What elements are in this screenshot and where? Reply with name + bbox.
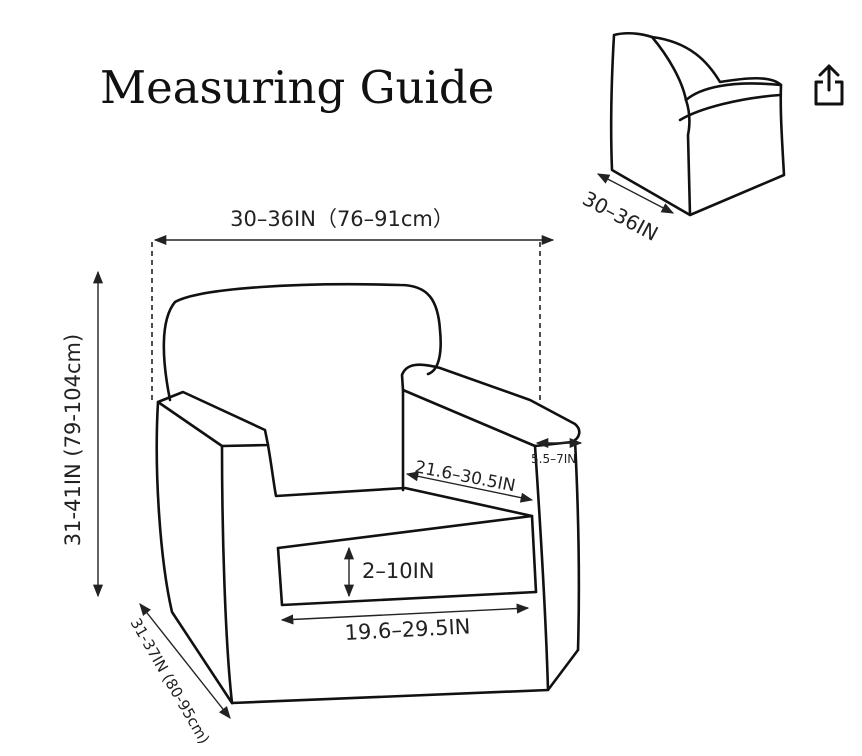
share-icon — [814, 64, 844, 106]
depth-arrow — [139, 603, 231, 719]
arm-width-label: 5.5–7IN — [531, 452, 576, 466]
thumbnail-width-label: 30–36IN — [579, 186, 662, 246]
width-label: 30–36IN（76–91cm） — [230, 207, 454, 231]
main-chair-drawing — [155, 282, 581, 705]
cushion-thickness-label: 2–10IN — [362, 559, 435, 583]
thumbnail-chair-drawing — [609, 31, 786, 217]
seat-depth-label: 21.6–30.5IN — [413, 457, 517, 496]
thumbnail-width-arrow — [596, 173, 675, 214]
page-title: Measuring Guide — [100, 61, 494, 114]
seat-depth-arrow — [405, 471, 534, 503]
share-button[interactable] — [808, 62, 850, 108]
height-label: 31-41IN (79-104cm) — [61, 334, 85, 546]
seat-width-arrow — [280, 603, 530, 625]
seat-width-label: 19.6–29.5IN — [344, 614, 471, 645]
